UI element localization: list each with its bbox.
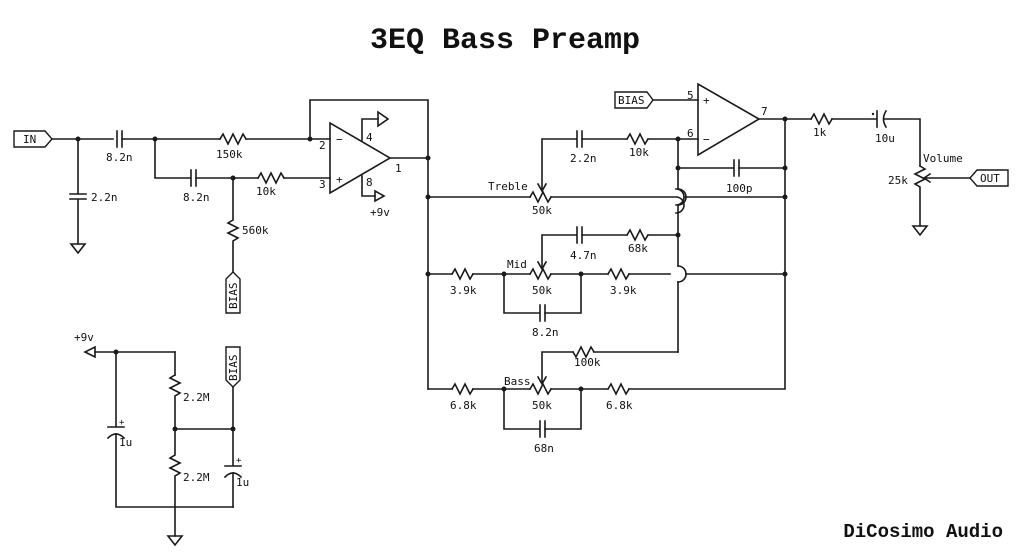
svg-text:+: +: [119, 418, 125, 428]
output-coupling-capacitor: 10u: [871, 109, 895, 145]
feedback-capacitor-100p: 100p: [726, 159, 753, 195]
svg-text:8.2n: 8.2n: [532, 326, 559, 339]
volume-pot[interactable]: Volume 25k: [888, 152, 963, 227]
svg-text:6.8k: 6.8k: [450, 399, 477, 412]
output-resistor-1k: 1k: [809, 112, 834, 139]
svg-text:Treble: Treble: [488, 180, 528, 193]
svg-text:25k: 25k: [888, 174, 908, 187]
svg-text:+: +: [336, 173, 343, 186]
svg-text:10u: 10u: [875, 132, 895, 145]
bass-right-resistor: 6.8k: [606, 382, 633, 412]
svg-text:2.2M: 2.2M: [183, 391, 210, 404]
svg-text:+: +: [703, 94, 710, 107]
divider-resistor-top: 2.2M: [168, 373, 210, 430]
svg-text:6.8k: 6.8k: [606, 399, 633, 412]
bias-port-input: BIAS: [225, 271, 241, 314]
svg-text:BIAS: BIAS: [618, 94, 645, 107]
svg-text:BIAS: BIAS: [227, 283, 240, 310]
opamp-tone-stage: + − 5 6 7: [687, 82, 768, 157]
svg-text:150k: 150k: [216, 148, 243, 161]
treble-pot[interactable]: Treble 50k: [488, 180, 552, 217]
svg-text:68k: 68k: [628, 242, 648, 255]
ground-icon: [69, 243, 87, 255]
svg-text:1u: 1u: [119, 436, 132, 449]
svg-text:BIAS: BIAS: [227, 355, 240, 382]
svg-text:10k: 10k: [256, 185, 276, 198]
svg-text:8: 8: [366, 176, 373, 189]
svg-text:3: 3: [319, 178, 326, 191]
output-port: OUT: [969, 169, 1009, 187]
svg-text:560k: 560k: [242, 224, 269, 237]
svg-text:1u: 1u: [236, 476, 249, 489]
svg-text:8.2n: 8.2n: [183, 191, 210, 204]
supply-filter-capacitor: 1u +: [106, 418, 132, 449]
bias-coupling-capacitor: 8.2n: [183, 169, 210, 204]
input-coupling-capacitor: 8.2n: [106, 130, 133, 164]
svg-text:6: 6: [687, 127, 694, 140]
svg-text:50k: 50k: [532, 204, 552, 217]
svg-text:100p: 100p: [726, 182, 753, 195]
input-port: IN: [13, 130, 53, 148]
svg-text:7: 7: [761, 105, 768, 118]
svg-text:2.2n: 2.2n: [91, 191, 118, 204]
svg-text:−: −: [703, 133, 710, 146]
svg-text:1: 1: [395, 162, 402, 175]
mid-left-resistor: 3.9k: [450, 267, 477, 297]
svg-text:4.7n: 4.7n: [570, 249, 597, 262]
svg-text:Mid: Mid: [507, 258, 527, 271]
mid-right-resistor: 3.9k: [606, 267, 637, 297]
svg-text:+9v: +9v: [370, 206, 390, 219]
feedback-resistor-150k: 150k: [216, 132, 248, 161]
ground-icon: [911, 225, 929, 237]
bias-resistor-560k: 560k: [226, 177, 269, 273]
svg-text:10k: 10k: [629, 146, 649, 159]
opamp-input-stage: − + 2 3 1 4 8 +9v: [319, 110, 402, 219]
schematic-title: 3EQ Bass Preamp: [370, 24, 640, 58]
svg-text:8.2n: 8.2n: [106, 151, 133, 164]
svg-text:50k: 50k: [532, 284, 552, 297]
supply-arrow-icon: [377, 110, 390, 128]
svg-text:+: +: [236, 456, 242, 466]
svg-text:2.2M: 2.2M: [183, 471, 210, 484]
svg-text:5: 5: [687, 89, 694, 102]
input-shunt-capacitor: 2.2n: [69, 138, 118, 245]
ground-icon: [166, 535, 184, 547]
svg-text:−: −: [336, 133, 343, 146]
svg-text:68n: 68n: [534, 442, 554, 455]
svg-text:Volume: Volume: [923, 152, 963, 165]
treble-resistor: 10k: [625, 132, 649, 159]
svg-text:+9v: +9v: [74, 331, 94, 344]
svg-text:2: 2: [319, 139, 326, 152]
bass-parallel-capacitor: 68n: [534, 420, 554, 455]
svg-text:IN: IN: [23, 133, 36, 146]
bias-port-supply: BIAS: [225, 346, 241, 388]
svg-text:3.9k: 3.9k: [450, 284, 477, 297]
mid-pot[interactable]: Mid 50k: [507, 258, 552, 297]
bias-filter-capacitor: 1u +: [223, 456, 249, 489]
bass-left-resistor: 6.8k: [450, 382, 477, 412]
bass-resistor-100k: 100k: [571, 345, 601, 369]
credit-label: DiCosimo Audio: [843, 521, 1003, 543]
svg-text:50k: 50k: [532, 399, 552, 412]
treble-capacitor: 2.2n: [570, 130, 597, 165]
svg-text:OUT: OUT: [980, 172, 1000, 185]
svg-text:Bass: Bass: [504, 375, 531, 388]
bias-port-tone: BIAS: [614, 91, 654, 109]
svg-text:4: 4: [366, 131, 373, 144]
mid-parallel-capacitor: 8.2n: [532, 304, 559, 339]
svg-text:2.2n: 2.2n: [570, 152, 597, 165]
divider-resistor-bottom: 2.2M: [168, 428, 210, 537]
svg-text:100k: 100k: [574, 356, 601, 369]
plus-resistor-10k: 10k: [256, 171, 286, 198]
mid-resistor: 68k: [625, 228, 650, 255]
svg-text:1k: 1k: [813, 126, 827, 139]
mid-capacitor: 4.7n: [570, 226, 597, 262]
bass-pot[interactable]: Bass 50k: [504, 375, 552, 412]
supply-arrow-icon: [83, 345, 96, 359]
supply-arrow-icon: [374, 189, 386, 203]
svg-text:3.9k: 3.9k: [610, 284, 637, 297]
